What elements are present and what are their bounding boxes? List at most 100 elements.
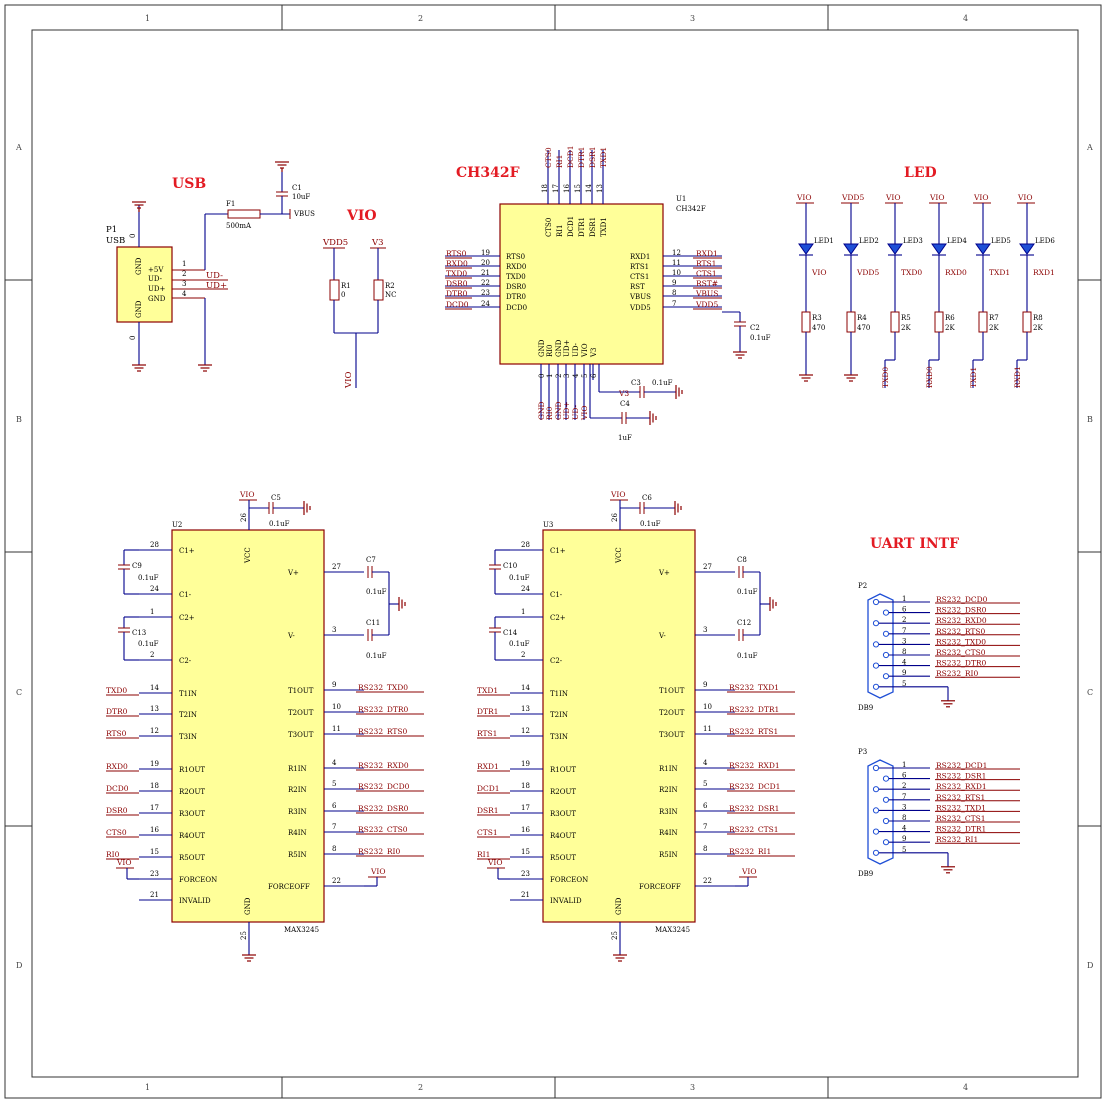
u3-lin: C1- xyxy=(550,591,563,599)
p2-pin: 9 xyxy=(902,669,906,677)
u3-lnet: CTS1 xyxy=(477,828,498,837)
u3-rin: R4IN xyxy=(659,829,678,837)
u3-forceoff-net: VIO xyxy=(741,867,757,876)
u2-rpin: 6 xyxy=(332,802,337,810)
u1-right-inside: CTS1 xyxy=(630,273,649,281)
u2-rpin: 5 xyxy=(332,780,336,788)
u1-right-pin: 12 xyxy=(672,249,681,257)
u1-right-pin: 9 xyxy=(672,279,676,287)
led-top-net: VIO xyxy=(973,193,989,202)
u3-lin: R2OUT xyxy=(550,788,576,796)
cap-c1: C1 10uF VBUS xyxy=(276,172,315,219)
led-channel: VDD5LED2VDD5R4470GND xyxy=(841,193,879,382)
u2-gnd-pin: 25 xyxy=(240,931,248,940)
ground-symbol xyxy=(733,351,747,359)
c2-val: 0.1uF xyxy=(750,334,771,342)
u2-lnet: CTS0 xyxy=(106,828,127,837)
led-net: TXD0 xyxy=(901,268,922,277)
ch342-heading: CH342F xyxy=(456,165,520,181)
u3-lnet: RTS1 xyxy=(477,729,497,738)
p1-in-gnd1: GND xyxy=(135,257,143,275)
vio-top-left: VDD5 xyxy=(322,238,348,248)
u3-rpin: 7 xyxy=(703,823,707,831)
u2-lpin: 19 xyxy=(150,760,159,768)
ground-symbol xyxy=(242,954,256,962)
ground-symbol xyxy=(132,201,146,212)
u3-rin: T2OUT xyxy=(659,709,685,717)
frame-dividers xyxy=(5,5,1101,1098)
ground-symbols xyxy=(132,161,747,425)
zone-row-right-0: A xyxy=(1086,143,1093,152)
u3-ref: U3 xyxy=(543,521,553,529)
u1-right-inside: RST xyxy=(630,283,645,291)
p2-net: RS232_DTR0 xyxy=(936,659,987,668)
u3-lpin: 2 xyxy=(521,651,525,659)
p3-pin: 4 xyxy=(902,825,907,833)
u3-rin: V- xyxy=(658,632,666,640)
u3-lin: R1OUT xyxy=(550,766,576,774)
u1-top-net: DTR1 xyxy=(577,147,586,168)
p3-pin: 6 xyxy=(902,772,907,780)
p3-net: RS232_RI1 xyxy=(936,835,978,844)
p3-net: RS232_TXD1 xyxy=(936,803,986,812)
zone-row-right-1: B xyxy=(1087,415,1093,424)
u2-lnet: DCD0 xyxy=(106,784,129,793)
u1-left-inside: TXD0 xyxy=(506,273,526,281)
c1-ref: C1 xyxy=(292,184,302,192)
zone-row-left-2: C xyxy=(16,688,22,697)
led-net: VDD5 xyxy=(856,268,879,277)
u1-right-pin: 8 xyxy=(672,289,676,297)
u3-rpin: 11 xyxy=(703,725,712,733)
p3-pin: 2 xyxy=(902,782,906,790)
u1-left-net: DSR0 xyxy=(446,279,468,288)
u3-lpin: 16 xyxy=(521,826,530,834)
u2-rnet: RS232_TXD0 xyxy=(358,683,408,692)
p2-pin: 6 xyxy=(902,606,907,614)
u1-right-net: RTS1 xyxy=(696,259,716,268)
u1-bot-inside: V3 xyxy=(590,347,598,358)
u3-capc-val: 0.1uF xyxy=(737,588,758,596)
u1-bot-inside: RI0 xyxy=(546,345,554,358)
u3-capc-ref: C8 xyxy=(737,556,747,564)
led-net: RXD0 xyxy=(945,268,967,277)
u3-lnet: RXD1 xyxy=(477,762,499,771)
zone-col-top-3: 3 xyxy=(690,14,695,23)
u1-right-net: RXD1 xyxy=(696,249,718,258)
u2-lin: FORCEON xyxy=(179,876,217,884)
p1-value: USB xyxy=(106,236,125,246)
u2-lin: T2IN xyxy=(179,711,197,719)
u2-rin: T2OUT xyxy=(288,709,314,717)
u1-top-pin: 14 xyxy=(585,184,593,193)
u3-lpin: 1 xyxy=(521,608,525,616)
u2-capd-ref: C11 xyxy=(366,619,380,627)
u3-ctop-val: 0.1uF xyxy=(640,520,661,528)
p2-net: RS232_RI0 xyxy=(936,669,978,678)
u1-left-pin: 24 xyxy=(481,300,490,308)
u3-capd-ref: C12 xyxy=(737,619,751,627)
zone-col-top-4: 4 xyxy=(963,14,968,23)
u1-ref: U1 xyxy=(676,195,686,203)
u2-capa-val: 0.1uF xyxy=(138,574,159,582)
led-channel: VIOLED1VIOR3470GND xyxy=(796,193,834,382)
p1-in-udp: UD+ xyxy=(148,285,166,293)
u2-lpin: 24 xyxy=(150,585,159,593)
vio-bottom: VIO xyxy=(344,372,354,389)
usb-connector-p1: P1 USB 0 0 GND +5V UD- UD+ GND GND 1 2 3… xyxy=(106,205,228,365)
p2-net: RS232_RXD0 xyxy=(936,616,987,625)
u1-left-pin: 20 xyxy=(481,259,490,267)
p2-net: RS232_DSR0 xyxy=(936,606,987,615)
u3-rpin: 27 xyxy=(703,563,712,571)
u3-lnet: DCD1 xyxy=(477,784,500,793)
u3-rin: FORCEOFF xyxy=(639,883,681,891)
u1-right-net: VBUS xyxy=(695,289,718,298)
u3-rpin: 8 xyxy=(703,845,707,853)
u3-rpin: 9 xyxy=(703,681,707,689)
u3-rpin: 5 xyxy=(703,780,707,788)
u1-top-net: DCD1 xyxy=(566,145,575,168)
u2-forceoff-net: VIO xyxy=(370,867,386,876)
u2-rpin: 11 xyxy=(332,725,341,733)
u3-rpin: 10 xyxy=(703,703,712,711)
ground-symbol xyxy=(275,161,289,172)
